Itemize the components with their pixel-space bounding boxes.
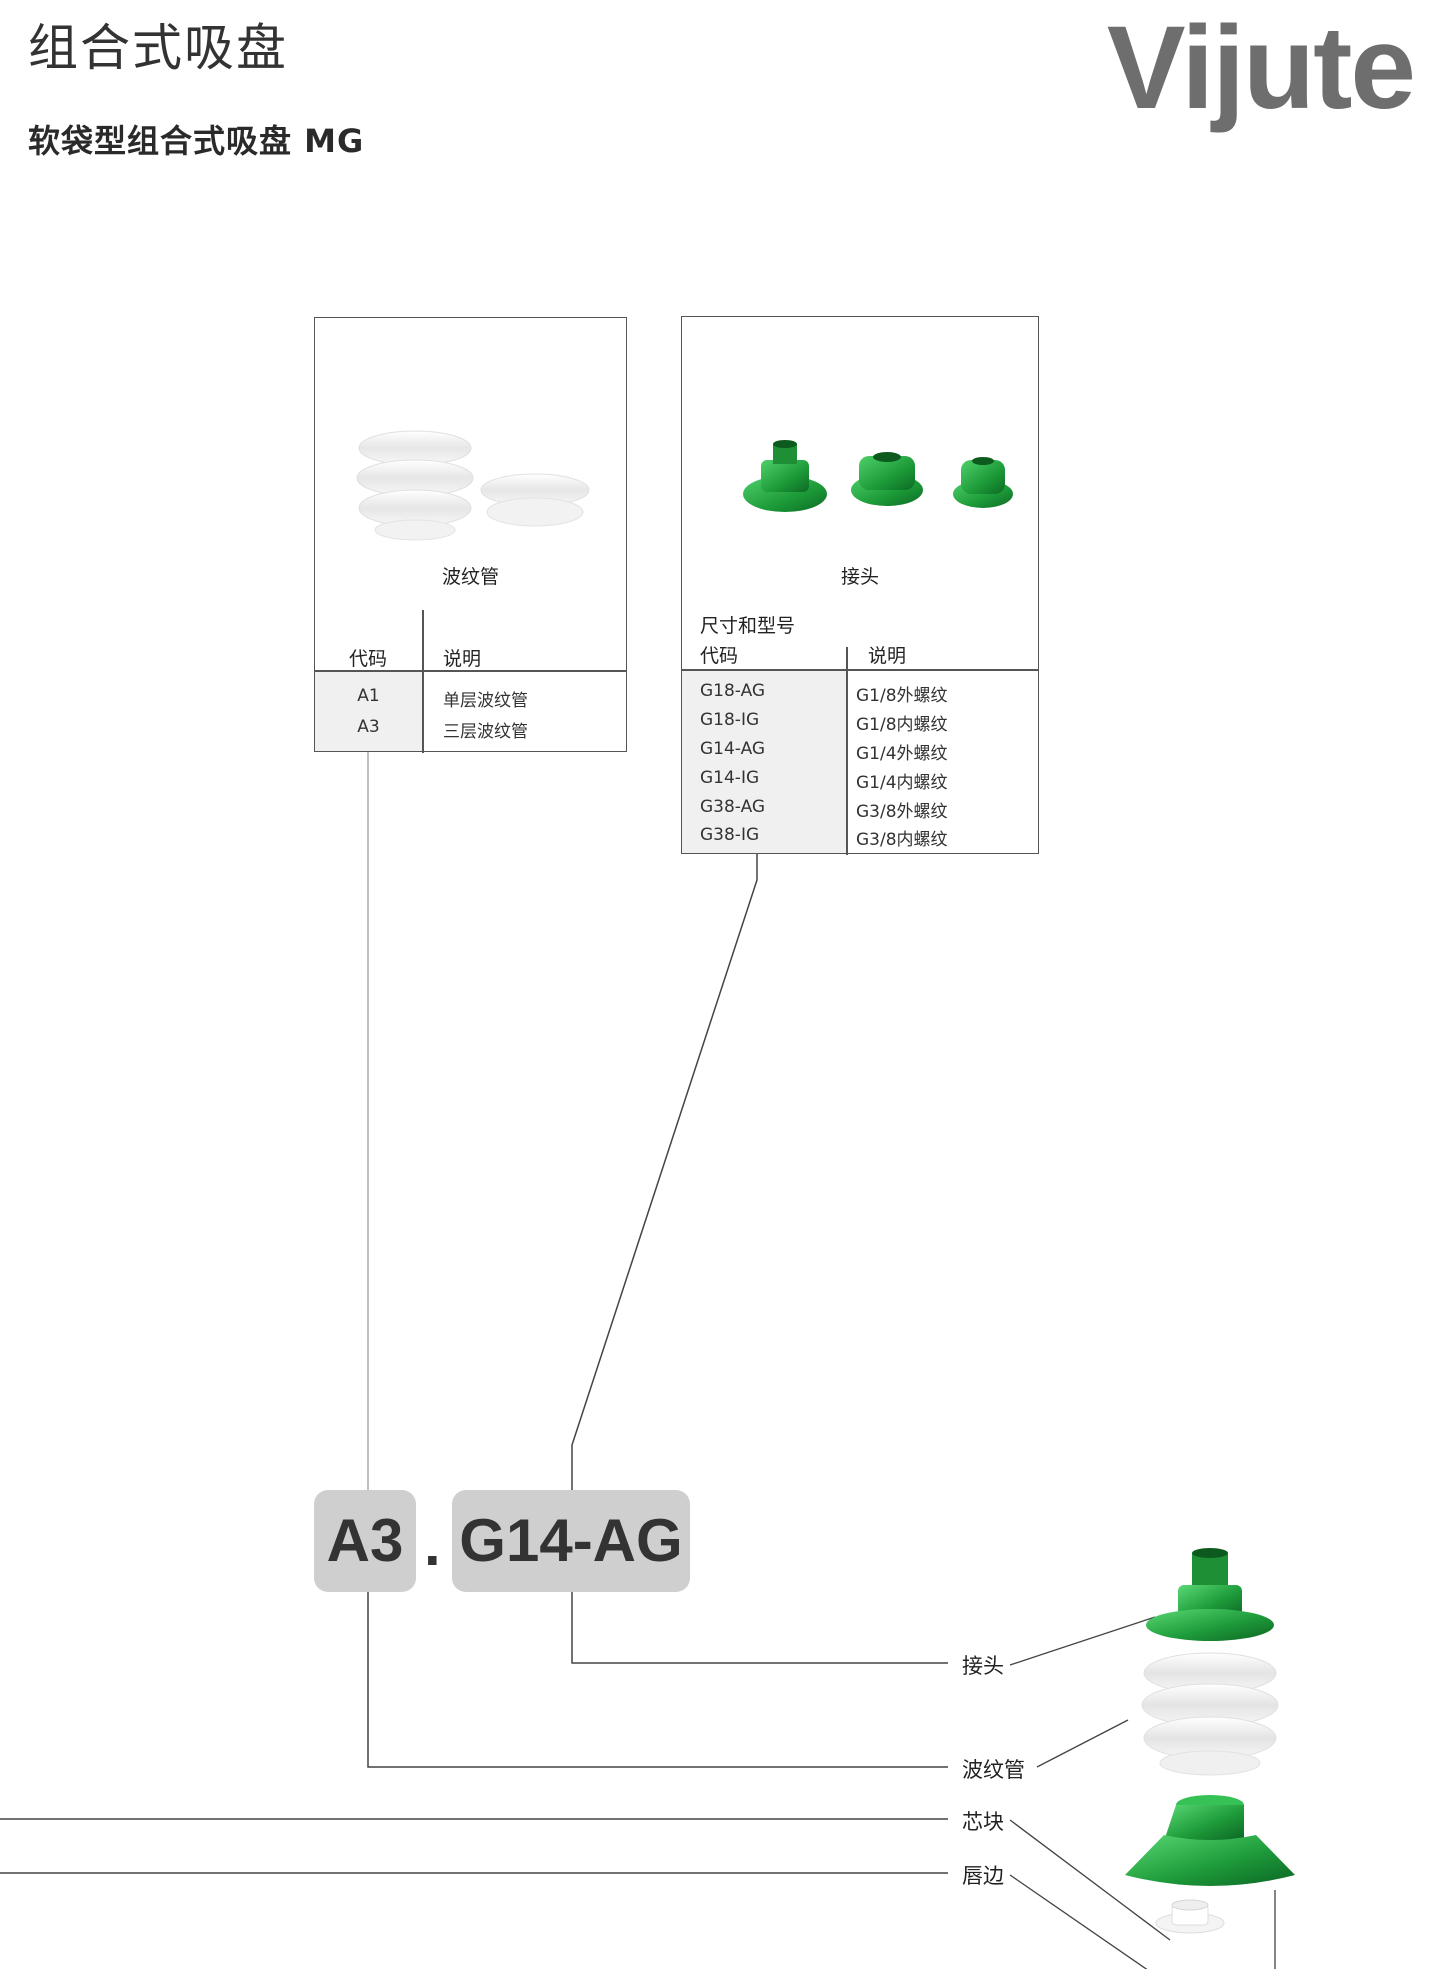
table-row-desc: G1/4外螺纹 <box>856 744 948 764</box>
part-label-connector: 接头 <box>962 1654 1004 1678</box>
bellows-table: 波纹管 代码 说明 A1 单层波纹管 A3 三层波纹管 <box>314 317 627 753</box>
col-header-desc: 说明 <box>443 648 482 670</box>
order-code-separator: . <box>424 1511 441 1578</box>
table-row-desc: G1/8外螺纹 <box>856 686 948 706</box>
col-header-size: 尺寸和型号 <box>700 615 796 637</box>
part-label-bellows: 波纹管 <box>962 1758 1025 1782</box>
table-row-code: A1 <box>357 686 380 706</box>
table-row-desc: G3/8外螺纹 <box>856 802 948 822</box>
order-code-bellows: A3 <box>314 1490 416 1592</box>
code-column-bg <box>315 671 422 751</box>
page-subtitle: 软袋型组合式吸盘 MG <box>28 122 365 160</box>
column-divider <box>846 647 848 855</box>
table-row-desc: G1/4内螺纹 <box>856 773 948 793</box>
header-rule <box>315 670 626 672</box>
table-row-desc: G1/8内螺纹 <box>856 715 948 735</box>
table-row-desc: 单层波纹管 <box>443 691 528 711</box>
table-row-code: G18-IG <box>700 710 760 730</box>
order-code-connector: G14-AG <box>452 1490 690 1592</box>
col-header-code: 代码 <box>349 648 388 670</box>
table-row-desc: 三层波纹管 <box>443 722 528 742</box>
page-title: 组合式吸盘 <box>28 19 288 77</box>
table-row-code: G18-AG <box>700 681 766 701</box>
table-row-code: G38-IG <box>700 825 760 845</box>
bellows-image <box>356 430 590 541</box>
part-label-core: 芯块 <box>962 1810 1004 1834</box>
connector-caption: 接头 <box>840 566 879 588</box>
table-row-code: G14-IG <box>700 768 760 788</box>
bellows-caption: 波纹管 <box>441 566 499 588</box>
part-label-lip: 唇边 <box>962 1864 1004 1888</box>
column-divider <box>422 610 424 753</box>
connector-table: 接头 尺寸和型号 代码 说明 G18-AG G1/8外螺纹 G18-IG G1/… <box>681 316 1039 855</box>
connector-image <box>743 440 1013 512</box>
header-rule <box>682 669 1038 671</box>
table-row-code: A3 <box>357 717 380 737</box>
table-row-code: G38-AG <box>700 797 766 817</box>
table-row-code: G14-AG <box>700 739 766 759</box>
suction-cup-exploded-image <box>1125 1548 1295 1934</box>
code-column-bg <box>682 671 846 853</box>
col-header-code: 代码 <box>700 645 739 667</box>
brand-logo: Vijute <box>1106 2 1416 134</box>
col-header-desc: 说明 <box>868 645 907 667</box>
table-row-desc: G3/8内螺纹 <box>856 830 948 850</box>
